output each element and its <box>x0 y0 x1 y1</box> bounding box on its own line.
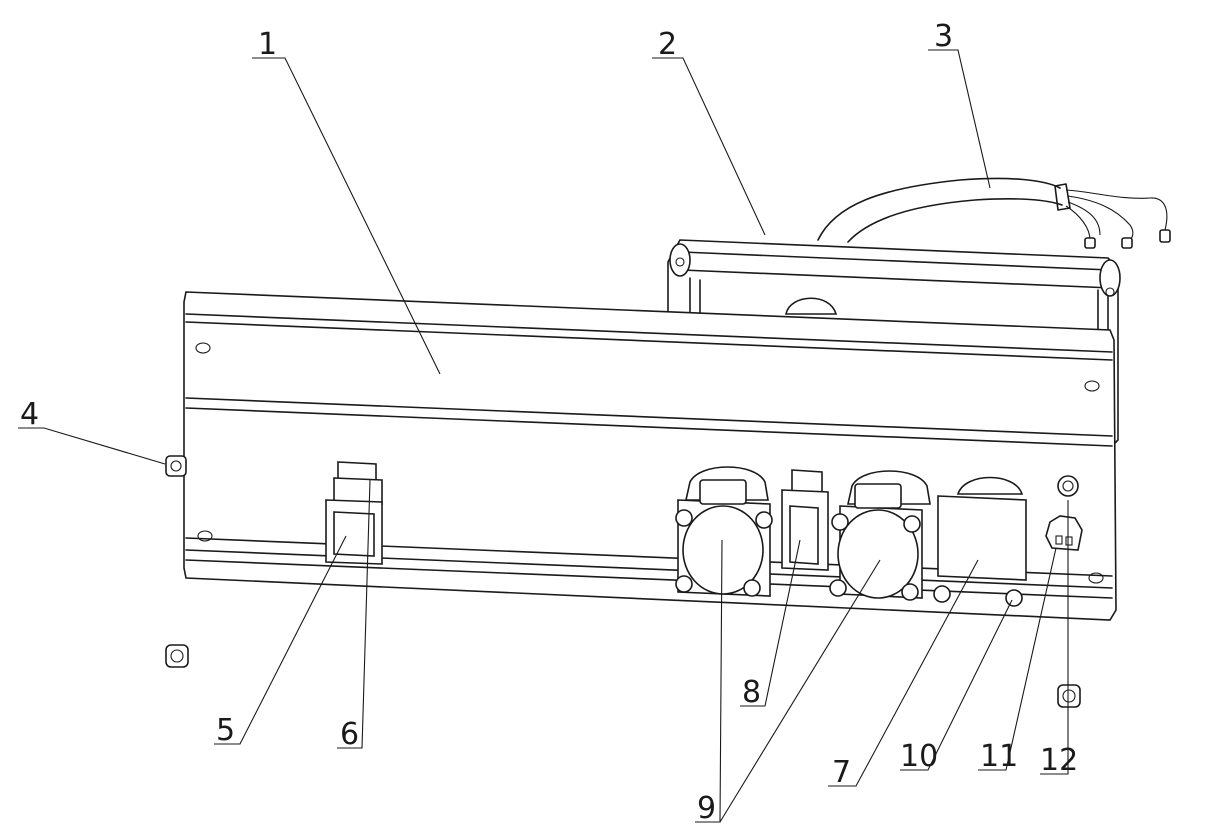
center-switch <box>781 469 829 571</box>
callout-label-2: 2 <box>658 27 677 62</box>
ground-terminal <box>1045 515 1083 551</box>
callout-label-6: 6 <box>340 717 359 752</box>
callout-label-8: 8 <box>742 675 761 710</box>
callout-label-10: 10 <box>900 739 938 774</box>
callout-label-4: 4 <box>20 397 39 432</box>
left-switch <box>325 461 383 565</box>
callout-label-5: 5 <box>216 713 235 748</box>
loose-bolt <box>1057 684 1081 708</box>
callout-label-11: 11 <box>980 739 1018 774</box>
loose-bolt <box>165 455 187 477</box>
callout-label-1: 1 <box>258 27 277 62</box>
loose-bolt <box>165 644 189 668</box>
callout-label-3: 3 <box>934 19 953 54</box>
panel-meter <box>933 476 1027 607</box>
pilot-lamp <box>1057 475 1079 497</box>
outlet-right <box>829 470 931 601</box>
cable-bundle <box>817 177 1171 249</box>
callout-label-7: 7 <box>832 755 851 790</box>
callout-label-9: 9 <box>697 791 716 826</box>
outlet-left <box>675 466 773 597</box>
callout-label-12: 12 <box>1040 743 1078 778</box>
leader-lines <box>18 49 1069 823</box>
